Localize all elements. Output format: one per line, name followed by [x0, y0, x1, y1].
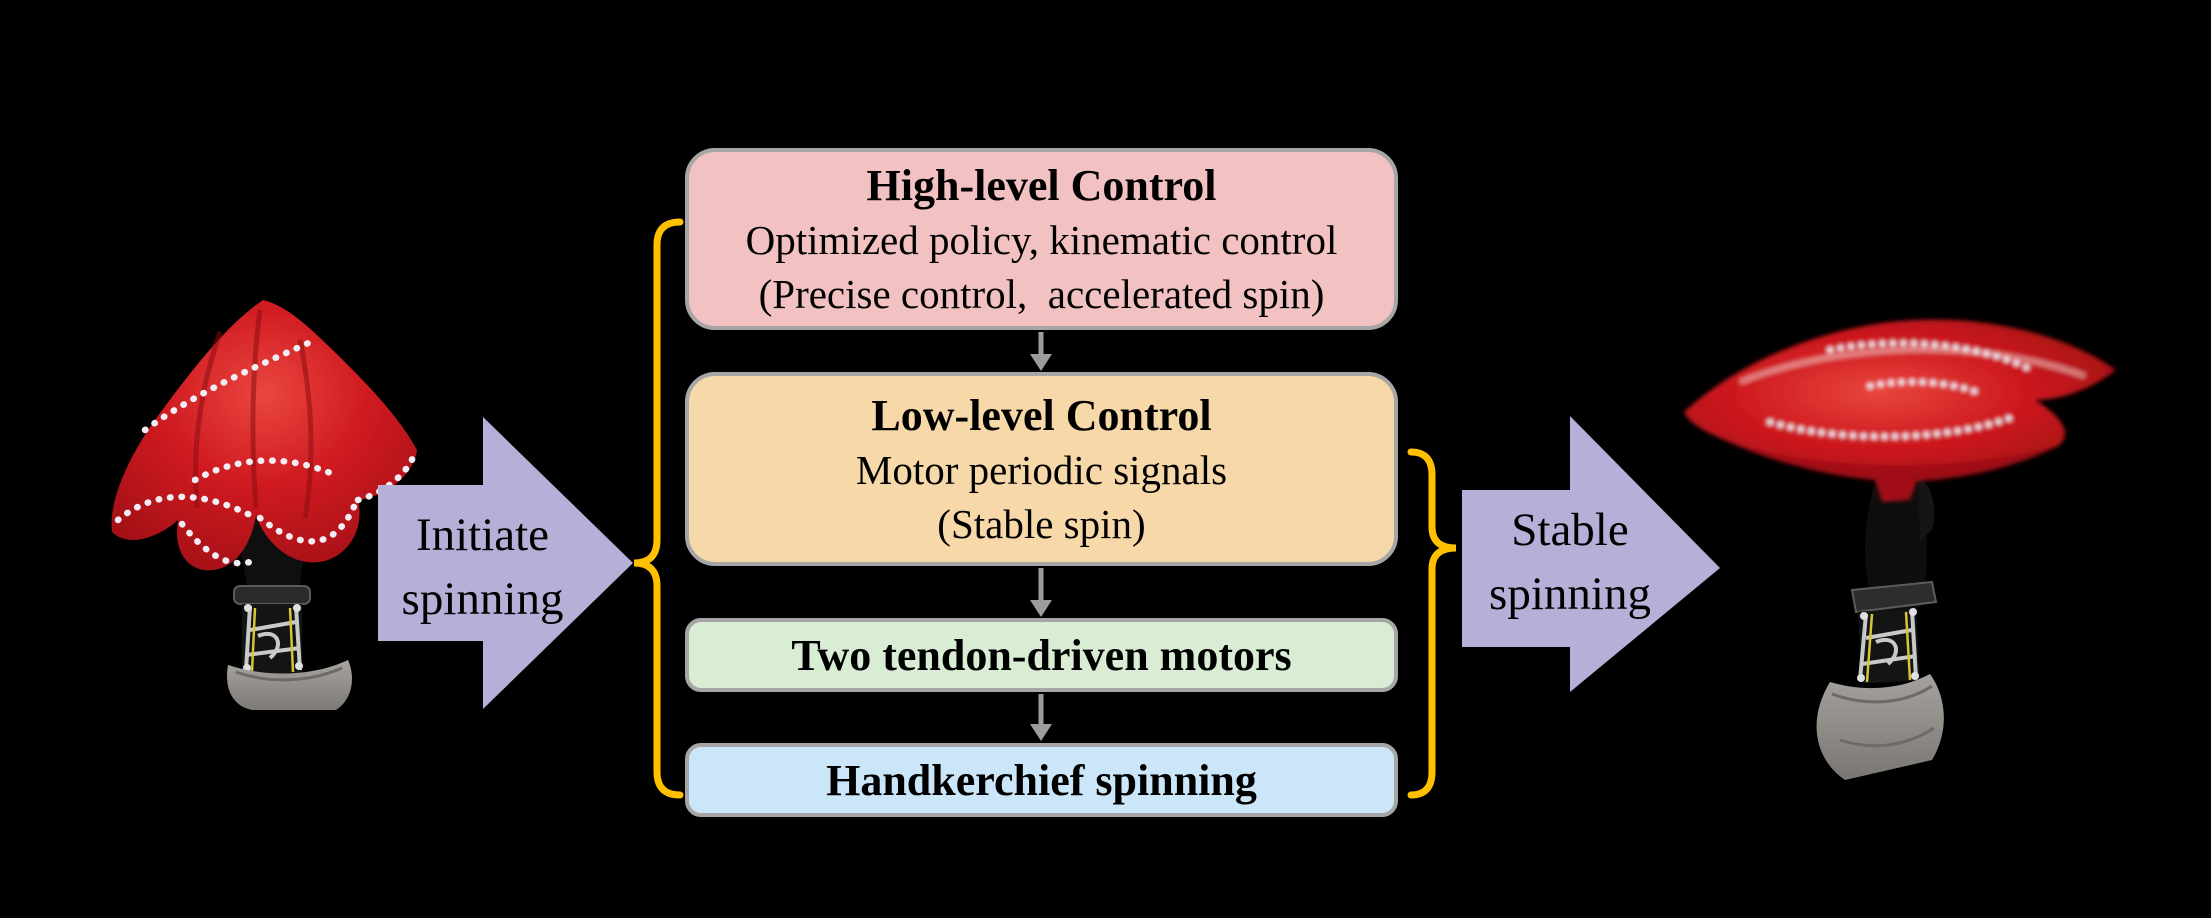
stable-spinning-arrow-icon	[1462, 416, 1720, 692]
handkerchief-spinning-box: Handkerchief spinning	[685, 743, 1398, 817]
box-title: High-level Control	[866, 160, 1217, 210]
label-line: spinning	[401, 573, 564, 625]
tendon-lines-icon	[1865, 611, 1912, 683]
connector-arrows	[1030, 332, 1052, 741]
sequin-trim-icon	[114, 336, 419, 567]
box-subtitle: (Precise control, accelerated spin)	[758, 270, 1325, 317]
initiate-spinning-label: Initiate spinning	[375, 503, 590, 631]
box-title: Two tendon-driven motors	[791, 630, 1292, 680]
box-title: Low-level Control	[871, 390, 1212, 440]
tendon-motors-box: Two tendon-driven motors	[685, 618, 1398, 692]
left-brace-icon	[633, 218, 684, 799]
label-line: spinning	[1489, 568, 1651, 620]
robot-wrist-icon	[233, 585, 311, 674]
spinning-handkerchief-photo	[1684, 319, 2116, 780]
right-brace-icon	[1407, 448, 1457, 799]
high-level-control-box: High-level Control Optimized policy, kin…	[685, 148, 1398, 330]
right-photo	[1680, 290, 2120, 785]
label-line: Initiate	[415, 509, 550, 561]
sequin-trim-icon	[1767, 340, 2035, 440]
handkerchief-icon	[1684, 319, 2116, 502]
box-subtitle: Optimized policy, kinematic control	[745, 216, 1338, 263]
tendon-lines-icon	[250, 607, 295, 673]
base-cloth-icon	[1816, 674, 1944, 780]
box-subtitle: Motor periodic signals	[855, 446, 1228, 493]
handkerchief-icon	[111, 300, 419, 571]
stable-spinning-label: Stable spinning	[1458, 498, 1682, 626]
base-cloth-icon	[227, 660, 352, 710]
box-subtitle: (Stable spin)	[937, 500, 1146, 547]
label-line: Stable	[1511, 504, 1629, 556]
box-title: Handkerchief spinning	[826, 755, 1257, 805]
robot-wrist-icon	[1850, 580, 1938, 684]
left-photo	[100, 270, 430, 710]
low-level-control-box: Low-level Control Motor periodic signals…	[685, 372, 1398, 566]
static-handkerchief-photo	[111, 300, 419, 710]
initiate-spinning-arrow-icon	[378, 417, 633, 709]
